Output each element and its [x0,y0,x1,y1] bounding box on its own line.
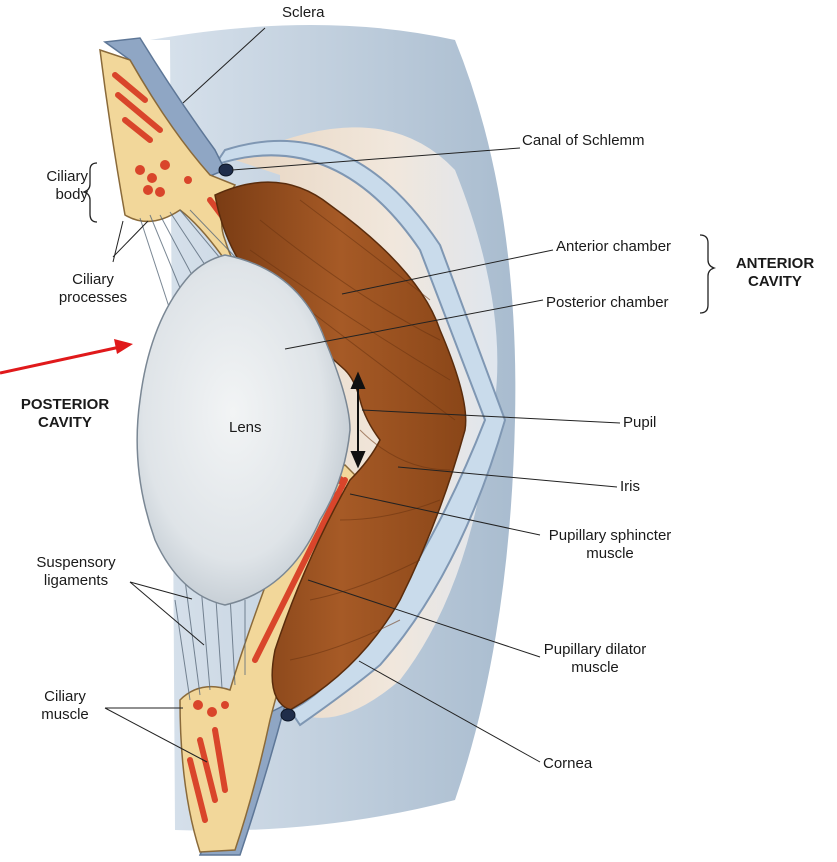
pupillary-sphincter-label: Pupillary sphincter muscle [530,527,690,563]
ciliary-muscle-label: Ciliary muscle [20,688,110,724]
ciliary-body-label-line2: body [28,186,88,204]
anterior-cavity-label-line2: CAVITY [720,273,830,291]
pupillary-sphincter-label-line1: Pupillary sphincter [530,527,690,545]
canal-of-schlemm-bottom [281,709,295,721]
lens-label: Lens [229,419,262,437]
pupillary-sphincter-label-line2: muscle [530,545,690,563]
iris-label: Iris [620,478,640,496]
anterior-chamber-label: Anterior chamber [556,238,671,256]
ciliary-body-label-line1: Ciliary [28,168,88,186]
ciliary-processes-label-line1: Ciliary [38,271,148,289]
pupillary-dilator-label: Pupillary dilator muscle [520,641,670,677]
ciliary-processes-label-line2: processes [38,289,148,307]
posterior-cavity-label: POSTERIOR CAVITY [2,396,128,432]
sclera-label: Sclera [282,4,325,22]
pupillary-dilator-label-line1: Pupillary dilator [520,641,670,659]
canal-of-schlemm-label: Canal of Schlemm [522,132,645,150]
suspensory-ligaments-label: Suspensory ligaments [16,554,136,590]
ciliary-muscle-label-line2: muscle [20,706,110,724]
posterior-chamber-label: Posterior chamber [546,294,669,312]
posterior-cavity-label-line2: CAVITY [2,414,128,432]
anterior-cavity-label: ANTERIOR CAVITY [720,255,830,291]
suspensory-ligaments-label-line1: Suspensory [16,554,136,572]
ciliary-processes-label: Ciliary processes [38,271,148,307]
canal-of-schlemm-top [219,164,233,176]
posterior-cavity-label-line1: POSTERIOR [2,396,128,414]
red-pointer-arrow [0,339,133,373]
pupillary-dilator-label-line2: muscle [520,659,670,677]
anterior-cavity-label-line1: ANTERIOR [720,255,830,273]
ciliary-muscle-label-line1: Ciliary [20,688,110,706]
suspensory-ligaments-label-line2: ligaments [16,572,136,590]
cornea-label: Cornea [543,755,592,773]
ciliary-body-label: Ciliary body [28,168,88,204]
pupil-label: Pupil [623,414,656,432]
